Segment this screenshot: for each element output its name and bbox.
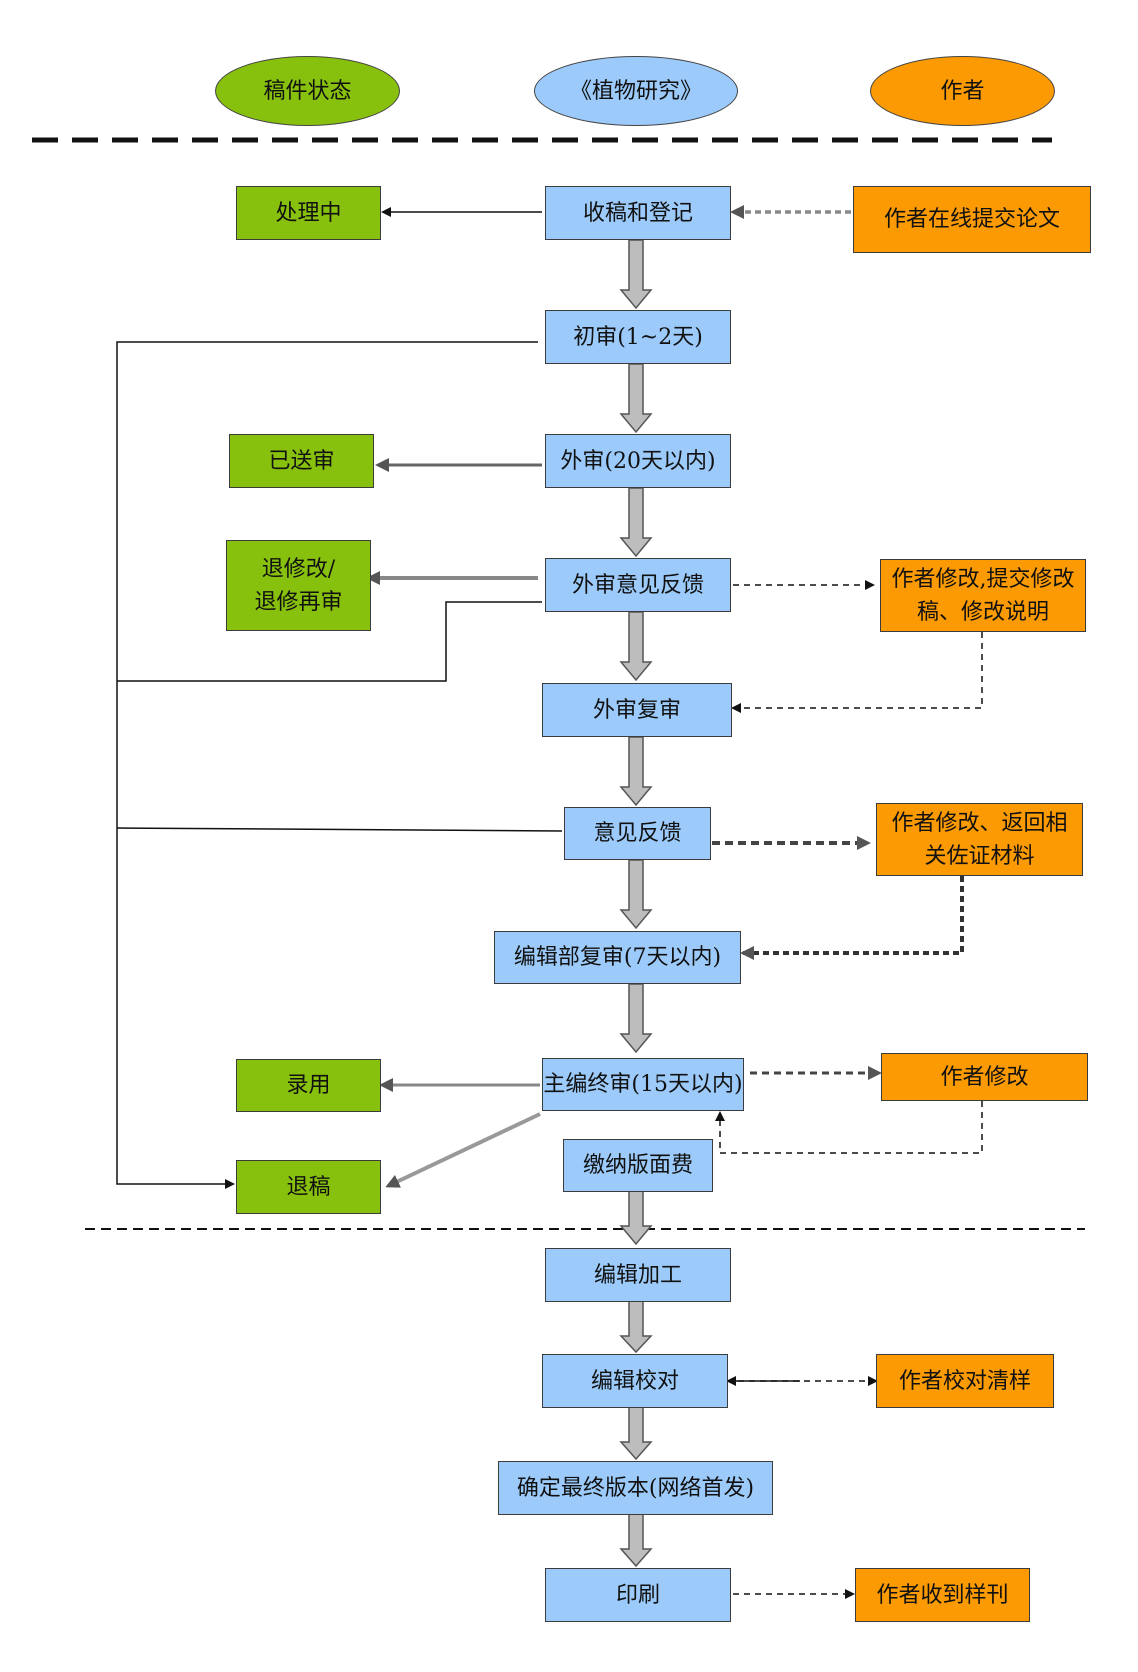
column-header-status: 稿件状态	[215, 56, 400, 126]
arrow-revise-return	[731, 632, 983, 713]
step-page-fee: 缴纳版面费	[563, 1139, 713, 1192]
main-flow-arrows	[619, 239, 653, 1568]
column-header-journal: 《植物研究》	[534, 56, 738, 126]
step-external-review: 外审(20天以内)	[545, 434, 731, 488]
author-modify: 作者修改	[881, 1053, 1088, 1101]
status-rejected: 退稿	[236, 1160, 381, 1214]
reject-path-opinion	[116, 827, 563, 832]
status-sent-for-review: 已送审	[229, 434, 374, 488]
arrow-modify-return	[715, 1101, 983, 1154]
author-receive-copy: 作者收到样刊	[855, 1568, 1030, 1622]
status-accepted: 录用	[236, 1059, 381, 1112]
reject-path-feedback	[117, 601, 542, 682]
step-re-review: 外审复审	[542, 683, 732, 737]
arrow-to-rejected-diag	[385, 1112, 541, 1188]
step-final-review: 主编终审(15天以内)	[542, 1058, 744, 1111]
author-proof-check: 作者校对清样	[876, 1354, 1054, 1408]
author-submit: 作者在线提交论文	[853, 186, 1091, 253]
step-final-version: 确定最终版本(网络首发)	[498, 1461, 773, 1515]
step-editorial-re-review: 编辑部复审(7天以内)	[494, 931, 741, 984]
step-opinion-feedback: 意见反馈	[564, 807, 711, 860]
step-review-feedback: 外审意见反馈	[545, 558, 731, 612]
column-header-author: 作者	[870, 56, 1055, 126]
status-revision: 退修改/ 退修再审	[226, 540, 371, 631]
step-initial-review: 初审(1~2天)	[545, 310, 731, 364]
author-revise: 作者修改,提交修改 稿、修改说明	[880, 559, 1086, 632]
step-printing: 印刷	[545, 1568, 731, 1622]
arrow-evidence-return	[740, 876, 964, 960]
step-editing: 编辑加工	[545, 1248, 731, 1302]
step-proofreading: 编辑校对	[542, 1354, 728, 1408]
step-receive: 收稿和登记	[545, 186, 731, 240]
status-processing: 处理中	[236, 186, 381, 240]
author-revise-evidence: 作者修改、返回相 关佐证材料	[876, 803, 1083, 876]
reject-path-initial	[116, 341, 538, 1189]
